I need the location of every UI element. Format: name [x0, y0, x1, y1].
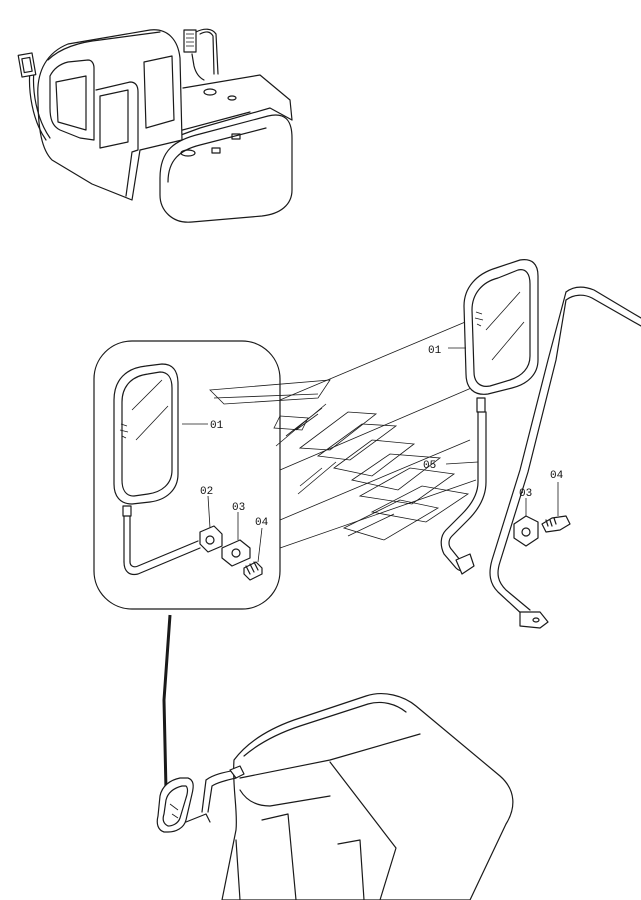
right-bolt-04	[541, 515, 571, 533]
cab-bottom-illustration	[156, 693, 514, 900]
callout-detail-bolt: 04	[255, 517, 269, 529]
right-callout-leaders	[445, 347, 559, 516]
detail-leader-line	[162, 614, 172, 791]
callout-right-clamp: 03	[519, 488, 532, 500]
detail-mirror-01	[113, 363, 179, 505]
callout-detail-mirror: 01	[210, 420, 224, 432]
cab-overview-illustration	[17, 28, 293, 223]
right-stay-05	[440, 397, 487, 575]
callout-detail-bracket: 02	[200, 486, 213, 498]
callout-labels: 01 02 03 04 01 05 03 04	[200, 345, 564, 529]
detail-view-frame	[93, 340, 281, 610]
detail-stay-and-bracket-02	[122, 505, 223, 576]
direction-arrow	[209, 379, 470, 541]
callout-detail-clamp: 03	[232, 502, 245, 514]
callout-right-stay: 05	[423, 460, 436, 472]
detail-callout-leaders	[182, 423, 263, 563]
callout-right-bolt: 04	[550, 470, 564, 482]
detail-clamp-03	[221, 539, 251, 567]
callout-right-mirror: 01	[428, 345, 442, 357]
detail-bolt-04	[243, 561, 263, 581]
right-clamp-03	[513, 515, 539, 547]
right-mirror-01	[463, 259, 539, 395]
cab-pillar-rail	[489, 286, 641, 629]
